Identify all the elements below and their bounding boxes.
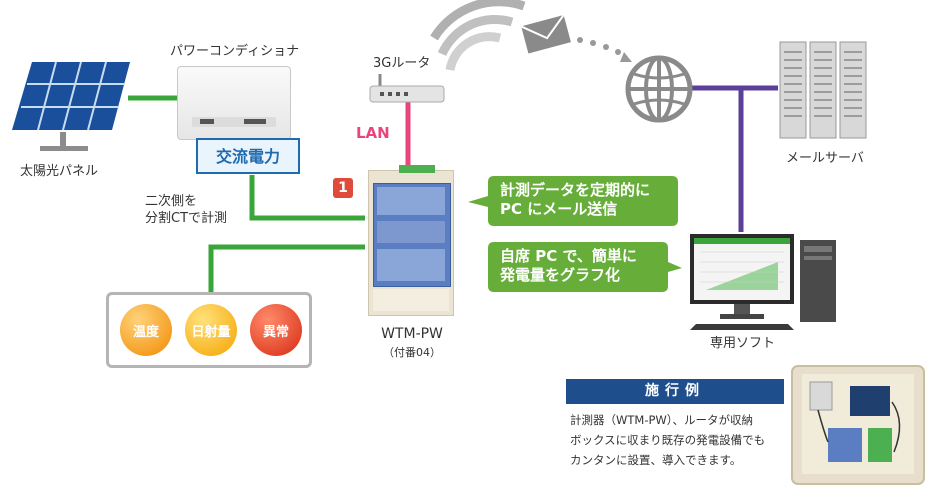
mail-icon <box>520 14 571 54</box>
measurement-label: 二次側を 分割CTで計測 <box>145 194 228 226</box>
lan-label: LAN <box>356 124 390 142</box>
globe-icon <box>625 55 693 123</box>
server-rack-icon <box>779 41 867 139</box>
wtm-pw-device <box>368 165 454 316</box>
wireless-signal-icon <box>430 0 526 71</box>
example-title-bar: 施行例 <box>566 379 784 404</box>
alarm-sensor: 異常 <box>250 304 302 356</box>
ac-to-device-line <box>249 175 365 221</box>
router-label: 3Gルータ <box>373 56 431 71</box>
irradiance-label: 日射量 <box>191 324 231 340</box>
pc-icon <box>690 234 836 330</box>
sensor-to-device-line <box>208 244 365 292</box>
step-badge: 1 <box>333 178 353 198</box>
router-icon <box>369 74 445 103</box>
ac-power-box: 交流電力 <box>196 138 300 174</box>
ac-power-label: 交流電力 <box>215 147 280 166</box>
temperature-sensor: 温度 <box>120 304 172 356</box>
power-conditioner-label: パワーコンディショナ <box>170 44 300 59</box>
installation-photo <box>791 365 925 485</box>
bubble-bottom-text: 自席 PC で、簡単に 発電量をグラフ化 <box>500 247 637 284</box>
solar-panel-icon <box>12 62 130 151</box>
example-title: 施行例 <box>645 383 705 399</box>
example-description: 計測器（WTM-PW）、ルータが収納 ボックスに収まり既存の発電設備でも カンタ… <box>570 413 766 467</box>
step-badge-number: 1 <box>338 180 348 196</box>
temperature-label: 温度 <box>132 324 159 340</box>
mail-server-label: メールサーバ <box>786 151 864 166</box>
alarm-label: 異常 <box>262 324 289 340</box>
power-conditioner <box>177 66 291 140</box>
irradiance-sensor: 日射量 <box>185 304 237 356</box>
software-label: 専用ソフト <box>710 336 776 351</box>
device-name-label: WTM-PW <box>381 326 443 342</box>
device-sub-label: （付番04） <box>383 346 441 359</box>
bubble-shapes <box>468 176 682 292</box>
bubble-top-text: 計測データを定期的に PC にメール送信 <box>500 181 651 218</box>
solar-panel-label: 太陽光パネル <box>20 164 99 179</box>
dotted-path <box>577 37 632 62</box>
